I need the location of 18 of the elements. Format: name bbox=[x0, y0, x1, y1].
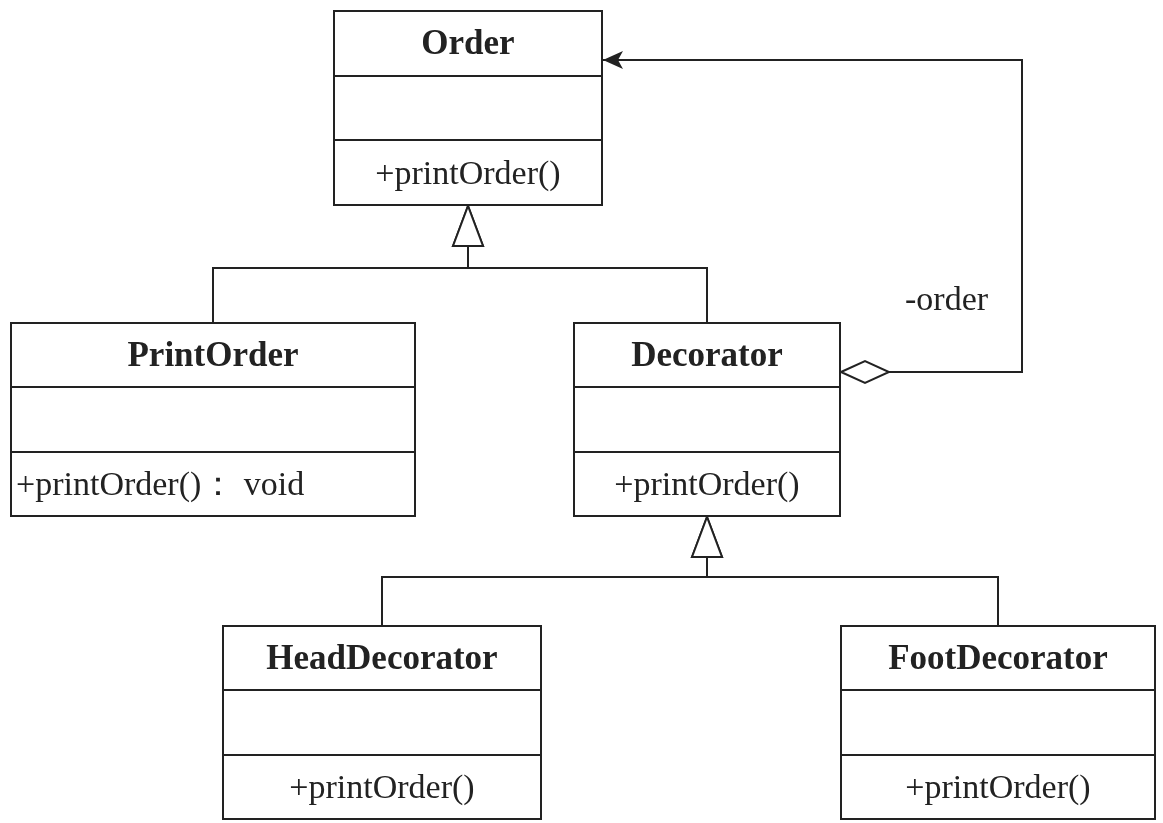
class-box bbox=[333, 10, 603, 206]
class-name: Order bbox=[421, 23, 515, 64]
class-box bbox=[840, 625, 1156, 820]
class-name: Decorator bbox=[631, 335, 783, 376]
method-text: +printOrder()： void bbox=[16, 463, 305, 504]
inheritance-arrow bbox=[452, 205, 708, 323]
method-text: +printOrder() bbox=[905, 767, 1091, 806]
class-box bbox=[573, 322, 841, 517]
class-name: HeadDecorator bbox=[266, 638, 498, 679]
method-text: +printOrder() bbox=[289, 767, 475, 806]
class-name: PrintOrder bbox=[127, 335, 299, 376]
class-box bbox=[222, 625, 542, 820]
aggregation-arrow bbox=[602, 51, 1023, 384]
inheritance-arrow bbox=[691, 516, 999, 626]
class-name: FootDecorator bbox=[888, 638, 1108, 679]
class-box bbox=[10, 322, 416, 517]
method-text: +printOrder() bbox=[375, 153, 561, 192]
method-text: +printOrder() bbox=[614, 464, 800, 503]
